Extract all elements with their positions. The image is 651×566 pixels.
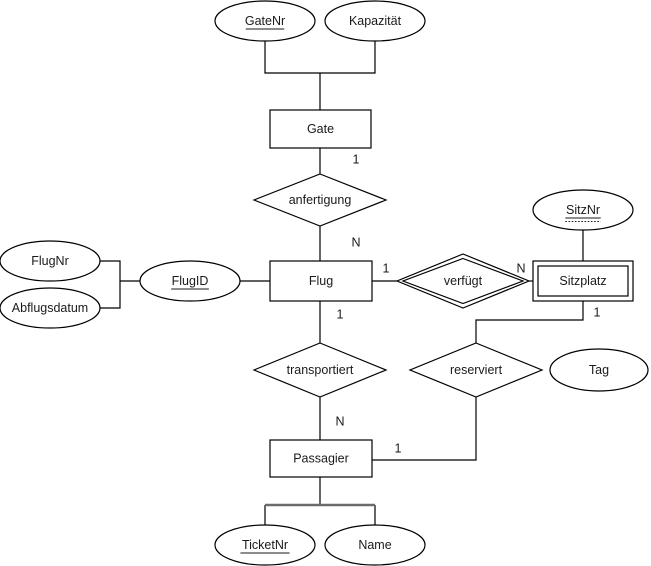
relationship-label: transportiert xyxy=(287,363,354,377)
cardinality-card-reserviert-passagier: 1 xyxy=(395,441,402,455)
attribute-outline xyxy=(0,287,101,329)
entity-inner-outline xyxy=(537,265,629,297)
attribute-label: SitzNr xyxy=(566,203,600,217)
attribute-label: Abflugsdatum xyxy=(12,301,88,315)
cardinality-card-flug-transportiert: 1 xyxy=(337,307,344,321)
cardinality-card-verfuegt-sitzplatz: N xyxy=(516,261,525,275)
attribute-outline xyxy=(139,260,241,302)
attribute-ticketnr[interactable]: TicketNr xyxy=(214,524,316,566)
attribute-label: TicketNr xyxy=(242,538,288,552)
attribute-outline xyxy=(0,240,101,282)
connector-layer xyxy=(100,41,584,525)
attribute-outline xyxy=(324,524,426,566)
relationship-verfuegt[interactable]: verfügt xyxy=(395,253,531,309)
relationship-label: reserviert xyxy=(450,363,503,377)
relationship-label: verfügt xyxy=(444,274,483,288)
attribute-label: Name xyxy=(358,538,391,552)
entity-outline xyxy=(269,260,373,302)
attribute-flugnr[interactable]: FlugNr xyxy=(0,240,101,282)
entity-label: Flug xyxy=(309,274,333,288)
attribute-label: FlugID xyxy=(172,274,209,288)
attribute-label: Tag xyxy=(589,363,609,377)
attribute-name[interactable]: Name xyxy=(324,524,426,566)
entity-outline xyxy=(269,109,372,149)
attribute-sitznr[interactable]: SitzNr xyxy=(532,189,634,231)
relationship-outline xyxy=(408,342,544,398)
entity-flug[interactable]: Flug xyxy=(269,260,373,302)
relationship-outline xyxy=(395,253,531,309)
entity-label: Sitzplatz xyxy=(559,274,606,288)
connector-flug-composite-bracket xyxy=(100,260,140,282)
entity-label: Gate xyxy=(307,122,334,136)
attribute-kapazitaet[interactable]: Kapazität xyxy=(324,0,426,42)
relationship-inner-outline xyxy=(401,257,525,305)
attribute-label: FlugNr xyxy=(31,254,69,268)
connector-sitzplatz-reserviert xyxy=(475,301,584,343)
relationship-transportiert[interactable]: transportiert xyxy=(252,342,388,398)
cardinality-card-transportiert-passagier: N xyxy=(335,414,344,428)
attribute-tag[interactable]: Tag xyxy=(549,348,649,392)
attribute-flugid[interactable]: FlugID xyxy=(139,260,241,302)
entity-sitzplatz[interactable]: Sitzplatz xyxy=(532,260,634,302)
connector-gatenr-bracket xyxy=(264,41,376,74)
relationship-outline xyxy=(252,173,388,227)
attribute-label: GateNr xyxy=(245,14,285,28)
connector-reserviert-passagier xyxy=(372,397,477,461)
cardinality-card-sitzplatz-reserviert: 1 xyxy=(594,305,601,319)
relationship-label: anfertigung xyxy=(289,193,352,207)
cardinality-card-anfertigung-flug: N xyxy=(351,235,360,249)
connector-flug-composite-bracket2 xyxy=(100,281,121,309)
attribute-outline xyxy=(324,0,426,42)
attribute-gatenr[interactable]: GateNr xyxy=(214,0,316,42)
attribute-outline xyxy=(549,348,649,392)
entity-outline xyxy=(269,439,373,478)
attribute-abflugsdatum[interactable]: Abflugsdatum xyxy=(0,287,101,329)
entity-label: Passagier xyxy=(293,451,349,465)
relationship-reserviert[interactable]: reserviert xyxy=(408,342,544,398)
entity-gate[interactable]: Gate xyxy=(269,109,372,149)
relationship-outline xyxy=(252,342,388,398)
cardinality-card-gate-anfertigung: 1 xyxy=(353,152,360,166)
relationship-anfertigung[interactable]: anfertigung xyxy=(252,173,388,227)
relationship-layer[interactable]: anfertigung verfügt transportiert reservier… xyxy=(252,173,544,398)
cardinality-card-flug-verfuegt: 1 xyxy=(383,261,390,275)
entity-outline xyxy=(532,260,634,302)
attribute-label: Kapazität xyxy=(349,14,402,28)
attribute-outline xyxy=(532,189,634,231)
entity-passagier[interactable]: Passagier xyxy=(269,439,373,478)
attribute-outline xyxy=(214,0,316,42)
attribute-outline xyxy=(214,524,316,566)
